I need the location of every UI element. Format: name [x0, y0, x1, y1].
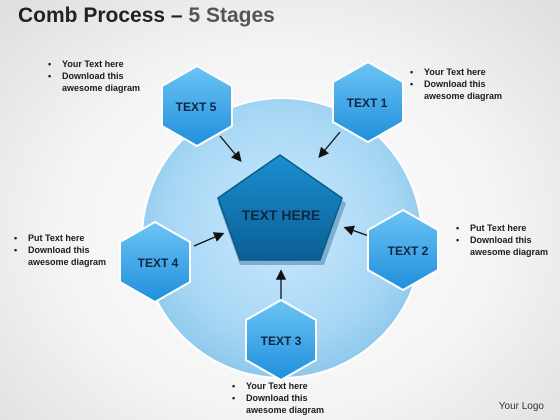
note-bottom: Your Text here Download this awesome dia…: [228, 380, 344, 416]
stage-5-hexagon: TEXT 5: [161, 64, 233, 148]
page-title: Comb Process – 5 Stages: [18, 4, 275, 28]
stage-3-hexagon: TEXT 3: [245, 298, 317, 382]
stage-1-hexagon: TEXT 1: [332, 60, 404, 144]
note-item: Put Text here: [452, 222, 556, 234]
note-item: Your Text here: [228, 380, 344, 392]
title-sub: 5 Stages: [188, 4, 275, 27]
note-top-left: Your Text here Download this awesome dia…: [44, 58, 154, 94]
note-top-right: Your Text here Download this awesome dia…: [406, 66, 516, 102]
note-item: Put Text here: [10, 232, 120, 244]
title-dash: –: [170, 4, 183, 27]
note-item: Download this awesome diagram: [44, 70, 154, 94]
stage-4-hexagon: TEXT 4: [119, 220, 191, 304]
center-label: TEXT HERE: [242, 207, 321, 223]
arrow-stage-4: [193, 232, 225, 247]
stage-2-label: TEXT 2: [388, 244, 429, 258]
stage-2-hexagon: TEXT 2: [367, 208, 439, 292]
stage-5-label: TEXT 5: [176, 100, 217, 114]
center-pentagon: [217, 154, 343, 261]
stage-3-label: TEXT 3: [261, 334, 302, 348]
arrow-stage-5: [219, 135, 242, 162]
note-item: Download this awesome diagram: [228, 392, 344, 416]
stage-1-label: TEXT 1: [347, 96, 388, 110]
arrow-stage-1: [318, 131, 341, 158]
note-item: Download this awesome diagram: [406, 78, 516, 102]
logo-text: Your Logo: [498, 401, 544, 412]
note-item: Download this awesome diagram: [10, 244, 120, 268]
note-item: Your Text here: [406, 66, 516, 78]
title-main: Comb Process: [18, 4, 166, 27]
note-item: Your Text here: [44, 58, 154, 70]
note-item: Download this awesome diagram: [452, 234, 556, 258]
stage-4-label: TEXT 4: [138, 256, 179, 270]
note-mid-left: Put Text here Download this awesome diag…: [10, 232, 120, 268]
note-mid-right: Put Text here Download this awesome diag…: [452, 222, 556, 258]
